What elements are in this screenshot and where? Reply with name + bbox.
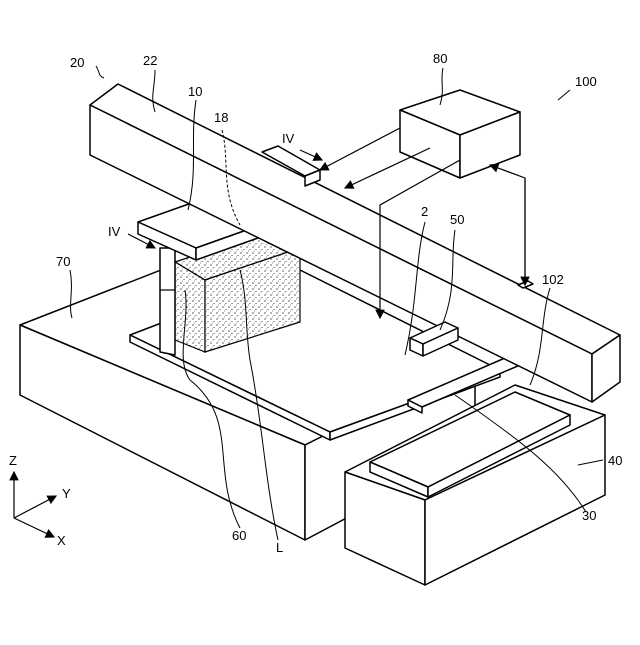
label-2: 2 [421, 204, 428, 219]
label-iv-left: IV [108, 224, 121, 239]
label-100: 100 [575, 74, 597, 89]
label-22: 22 [143, 53, 157, 68]
label-18: 18 [214, 110, 228, 125]
label-L: L [276, 540, 283, 555]
label-40: 40 [608, 453, 622, 468]
axis-z-label: Z [9, 453, 17, 468]
head-column [160, 248, 175, 355]
label-60: 60 [232, 528, 246, 543]
label-50: 50 [450, 212, 464, 227]
label-80: 80 [433, 51, 447, 66]
axis-indicator: Z Y X [9, 453, 71, 548]
iv-top-arrow [300, 150, 322, 160]
axis-x-label: X [57, 533, 66, 548]
label-20: 20 [70, 55, 84, 70]
label-70: 70 [56, 254, 70, 269]
label-30: 30 [582, 508, 596, 523]
label-10: 10 [188, 84, 202, 99]
label-102: 102 [542, 272, 564, 287]
controller-80 [400, 90, 520, 178]
axis-y-label: Y [62, 486, 71, 501]
label-iv-top: IV [282, 131, 295, 146]
